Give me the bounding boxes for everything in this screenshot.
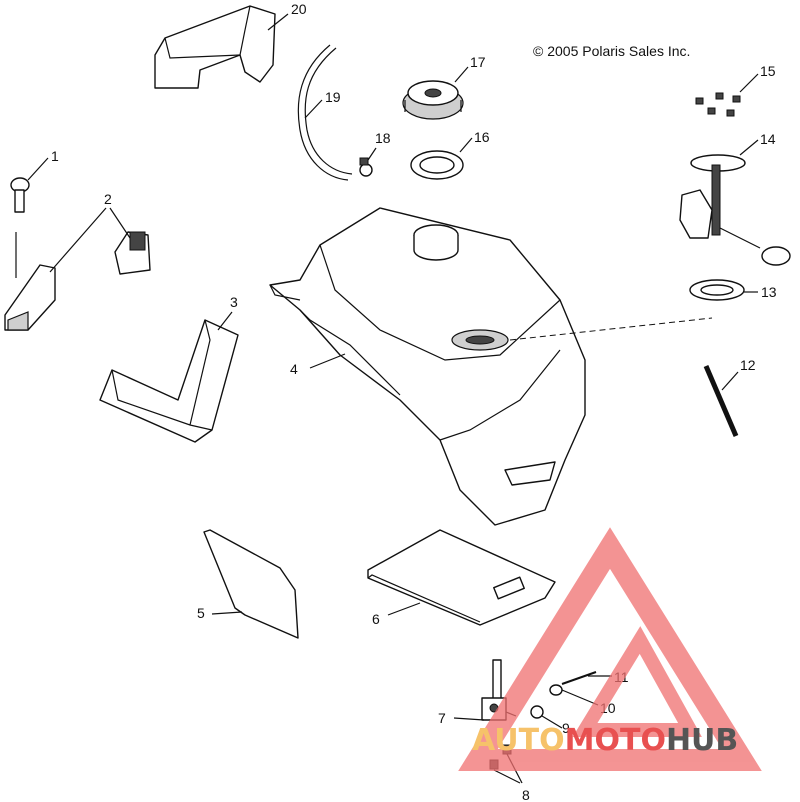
leader-7 xyxy=(453,717,485,721)
part-9-o-ring xyxy=(530,705,544,719)
part-16-gasket xyxy=(410,150,464,180)
part-12-rod xyxy=(703,365,739,437)
callout-15: 15 xyxy=(760,63,776,79)
callout-18: 18 xyxy=(375,130,391,146)
leader-3 xyxy=(217,311,233,331)
watermark-hub: HUB xyxy=(666,723,738,758)
watermark-moto: MOTO xyxy=(565,723,666,758)
leader-6 xyxy=(387,602,421,616)
callout-1: 1 xyxy=(51,148,59,164)
part-18-clamp xyxy=(359,157,373,177)
callout-7: 7 xyxy=(438,710,446,726)
leader-15 xyxy=(739,73,759,93)
callout-16: 16 xyxy=(474,129,490,145)
leader-2b xyxy=(109,207,131,239)
leader-18 xyxy=(367,147,377,161)
part-1-pin xyxy=(10,177,30,213)
callout-19: 19 xyxy=(325,89,341,105)
part-6-mat xyxy=(367,529,556,626)
leader-16 xyxy=(459,137,473,153)
leader-8a xyxy=(493,769,521,784)
watermark-auto: AUTO xyxy=(472,723,565,758)
part-19-tube xyxy=(297,44,349,181)
callout-2: 2 xyxy=(104,191,112,207)
assembly-guide-line xyxy=(509,317,713,341)
part-5-pad xyxy=(203,529,299,639)
callout-13: 13 xyxy=(761,284,777,300)
leader-9 xyxy=(541,715,563,729)
leader-2a xyxy=(49,207,107,273)
callout-20: 20 xyxy=(291,1,307,17)
part-2-brackets xyxy=(4,231,151,331)
callout-14: 14 xyxy=(760,131,776,147)
part-13-seal-ring xyxy=(689,279,745,301)
callout-6: 6 xyxy=(372,611,380,627)
part-4-fuel-tank xyxy=(269,207,586,526)
leader-12 xyxy=(721,371,739,391)
leader-19 xyxy=(304,99,323,119)
leader-20 xyxy=(267,13,289,31)
part-11-filter xyxy=(561,671,597,685)
callout-9: 9 xyxy=(562,720,570,736)
leader-1 xyxy=(27,157,49,181)
callout-5: 5 xyxy=(197,605,205,621)
copyright-text: © 2005 Polaris Sales Inc. xyxy=(533,43,690,59)
callout-8: 8 xyxy=(522,787,530,802)
part-15-screws xyxy=(695,92,741,117)
watermark-logo xyxy=(458,527,762,771)
callout-3: 3 xyxy=(230,294,238,310)
part-20-hose xyxy=(154,5,276,89)
part-3-foam-strip xyxy=(99,319,239,443)
part-14-fuel-pump xyxy=(679,154,791,266)
callout-17: 17 xyxy=(470,54,486,70)
leader-5 xyxy=(211,611,243,615)
callout-12: 12 xyxy=(740,357,756,373)
leader-4 xyxy=(309,353,346,369)
part-17-fuel-cap xyxy=(402,80,464,120)
callout-4: 4 xyxy=(290,361,298,377)
leader-14 xyxy=(739,139,759,156)
watermark-text: AUTOMOTOHUB xyxy=(472,723,738,758)
leader-17 xyxy=(454,66,469,83)
part-10-washer xyxy=(549,684,563,696)
leader-10 xyxy=(561,689,599,706)
